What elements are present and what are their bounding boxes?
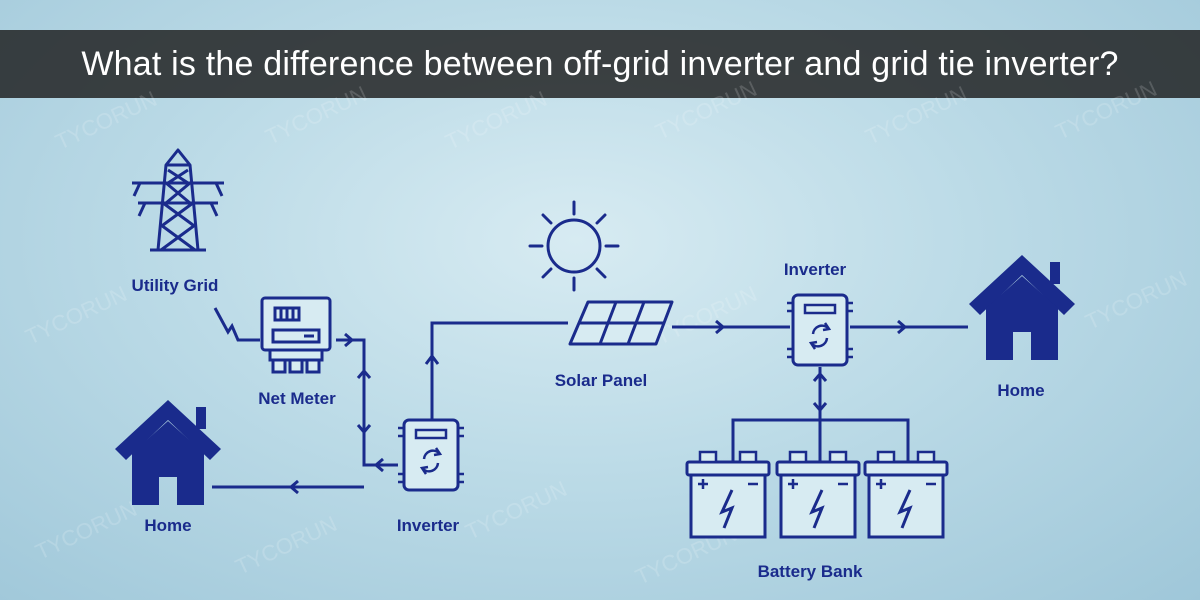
arrow-icon [897, 319, 907, 335]
flow-arrows [289, 319, 907, 495]
watermark-text: TYCORUN [232, 511, 341, 580]
watermark-text: TYCORUN [442, 86, 551, 155]
arrow-icon [356, 424, 372, 434]
arrow-icon [812, 402, 828, 412]
label-solar-panel: Solar Panel [555, 371, 648, 390]
wire-meter-to-inverter [336, 338, 398, 467]
wire-battery-bus [731, 418, 910, 462]
battery-icon [863, 450, 949, 539]
title-bar [0, 30, 1200, 98]
meter-icon [260, 296, 332, 374]
label-home-left: Home [144, 516, 191, 535]
watermark-text: TYCORUN [52, 86, 161, 155]
connection-lines [212, 307, 968, 489]
label-net-meter: Net Meter [258, 389, 336, 408]
arrow-icon [715, 319, 725, 335]
label-utility-grid: Utility Grid [132, 276, 219, 295]
watermark-text: TYCORUN [22, 281, 131, 350]
sun-icon [528, 200, 620, 292]
label-inverter-left: Inverter [397, 516, 460, 535]
watermark-text: TYCORUN [652, 76, 761, 145]
house-icon [969, 255, 1075, 360]
watermark-text: TYCORUN [462, 476, 571, 545]
arrow-icon [374, 457, 384, 473]
page-title: What is the difference between off-grid … [81, 45, 1119, 83]
house-icon [115, 400, 221, 505]
arrow-icon [424, 354, 440, 365]
battery-icon [685, 450, 771, 539]
arrow-icon [344, 332, 354, 348]
wire-utility-to-meter [213, 307, 260, 342]
arrow-icon [812, 372, 828, 382]
solar-panel-icon [568, 300, 674, 346]
label-home-right: Home [997, 381, 1044, 400]
battery-icon [775, 450, 861, 539]
inverter-icon [785, 293, 855, 367]
arrow-icon [356, 369, 372, 379]
wire-panel-to-inverter [430, 321, 568, 420]
inverter-icon [396, 418, 466, 492]
arrow-icon [289, 479, 299, 495]
watermark-text: TYCORUN [262, 81, 371, 150]
label-battery-bank: Battery Bank [758, 562, 863, 581]
transmission-tower-icon [132, 148, 224, 252]
label-inverter-right: Inverter [784, 260, 847, 279]
watermark-text: TYCORUN [1082, 266, 1191, 335]
watermark-text: TYCORUN [862, 81, 971, 150]
watermark-text: TYCORUN [32, 496, 141, 565]
watermark-text: TYCORUN [1052, 76, 1161, 145]
